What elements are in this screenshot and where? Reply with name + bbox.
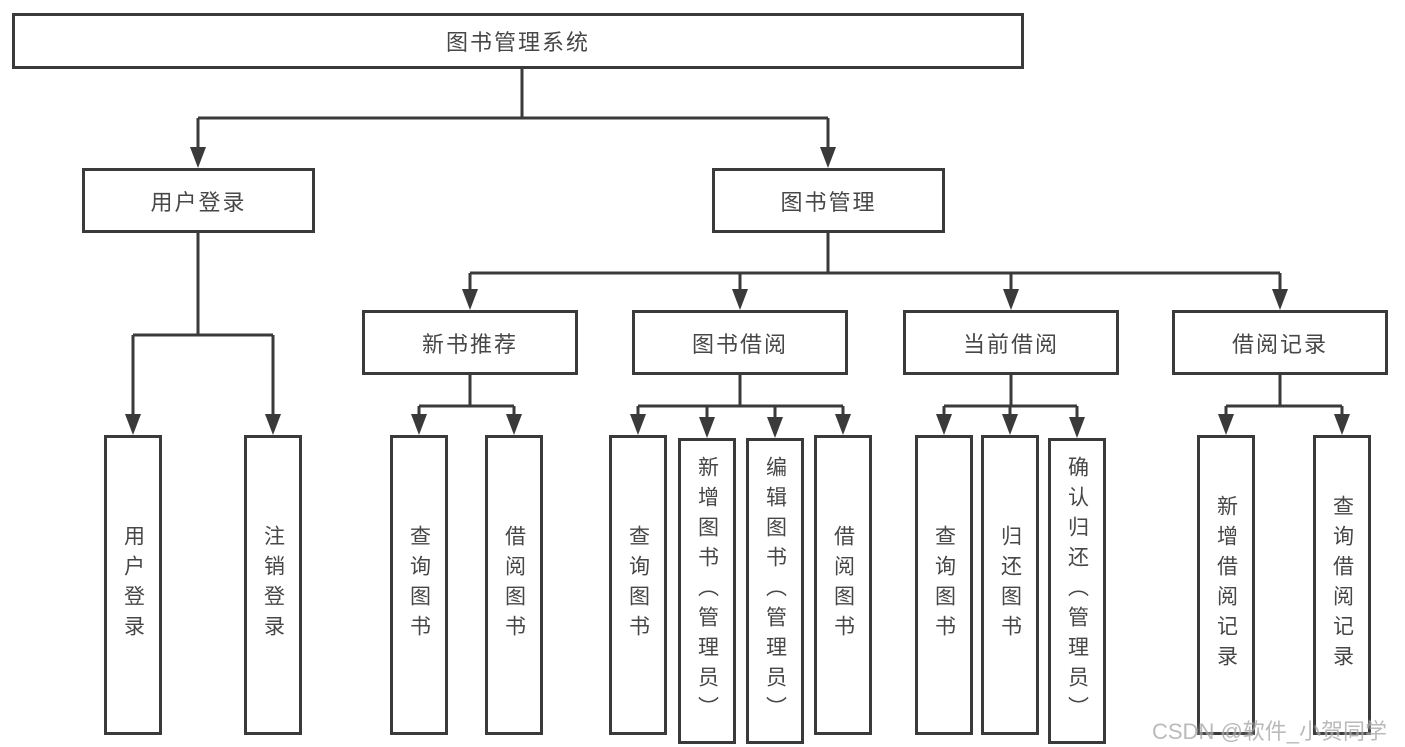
arrowhead (1218, 414, 1234, 435)
connector-current-to-leaves (942, 375, 1079, 422)
node-label: 查询图书 (932, 525, 956, 645)
connector-newbooks-to-leaves (417, 375, 516, 419)
node-leaf-borrow-books-2: 借阅图书 (814, 435, 872, 735)
node-label: 查询借阅记录 (1330, 495, 1354, 675)
arrowhead (835, 414, 851, 435)
connector-bookmgmt-to-level3 (468, 233, 1282, 294)
connector-records-to-leaves (1224, 375, 1344, 419)
arrowhead (630, 414, 646, 435)
node-label: 用户登录 (150, 189, 247, 215)
node-leaf-query-books-3: 查询图书 (915, 435, 973, 735)
arrowhead (462, 289, 478, 310)
node-current-borrowing: 当前借阅 (903, 310, 1119, 375)
node-label: 注销登录 (261, 525, 285, 645)
arrowhead (1002, 414, 1018, 435)
node-borrowing-records: 借阅记录 (1172, 310, 1388, 375)
node-label: 图书管理 (780, 189, 877, 215)
arrowhead (699, 417, 715, 438)
node-leaf-return-books: 归还图书 (981, 435, 1039, 735)
watermark: CSDN @软件_小贺同学 (1152, 719, 1388, 744)
arrowhead (1334, 414, 1350, 435)
arrowhead (506, 414, 522, 435)
node-label: 借阅图书 (831, 525, 855, 645)
arrowhead (1272, 289, 1288, 310)
arrowhead (767, 417, 783, 438)
arrowhead (820, 147, 836, 168)
arrowhead (936, 414, 952, 435)
node-new-book-recommend: 新书推荐 (362, 310, 578, 375)
node-label: 编辑图书（管理员） (763, 456, 787, 726)
arrowheads (125, 147, 1350, 438)
node-label: 新书推荐 (421, 331, 518, 357)
node-label: 新增借阅记录 (1214, 495, 1238, 675)
connector-paths (131, 69, 1344, 422)
connector-borrowing-to-leaves (636, 375, 845, 422)
node-label: 用户登录 (121, 525, 145, 645)
node-leaf-user-login: 用户登录 (104, 435, 162, 735)
arrowhead (732, 289, 748, 310)
connector-root-to-level2 (196, 69, 830, 152)
node-label: 查询图书 (407, 525, 431, 645)
node-leaf-query-books-1: 查询图书 (390, 435, 448, 735)
node-label: 查询图书 (626, 525, 650, 645)
node-leaf-confirm-return-admin: 确认归还（管理员） (1048, 438, 1106, 744)
node-book-borrowing: 图书借阅 (632, 310, 848, 375)
connector-userlogin-to-leaves (131, 233, 275, 419)
node-leaf-edit-book-admin: 编辑图书（管理员） (746, 438, 804, 744)
node-label: 借阅记录 (1231, 331, 1328, 357)
node-label: 借阅图书 (502, 525, 526, 645)
node-leaf-add-book-admin: 新增图书（管理员） (678, 438, 736, 744)
node-library-system-root: 图书管理系统 (12, 13, 1024, 69)
node-leaf-borrow-books-1: 借阅图书 (485, 435, 543, 735)
arrowhead (265, 414, 281, 435)
arrowhead (125, 414, 141, 435)
node-leaf-query-books-2: 查询图书 (609, 435, 667, 735)
node-leaf-query-borrow-record: 查询借阅记录 (1313, 435, 1371, 735)
node-label: 图书管理系统 (445, 30, 590, 55)
node-leaf-logout: 注销登录 (244, 435, 302, 735)
node-label: 图书借阅 (691, 331, 788, 357)
node-label: 新增图书（管理员） (695, 456, 719, 726)
node-label: 确认归还（管理员） (1065, 456, 1089, 726)
node-leaf-add-borrow-record: 新增借阅记录 (1197, 435, 1255, 735)
arrowhead (190, 147, 206, 168)
arrowhead (1069, 417, 1085, 438)
node-user-login: 用户登录 (82, 168, 315, 233)
node-label: 当前借阅 (962, 331, 1059, 357)
arrowhead (1003, 289, 1019, 310)
arrowhead (411, 414, 427, 435)
node-label: 归还图书 (998, 525, 1022, 645)
node-book-management: 图书管理 (712, 168, 945, 233)
